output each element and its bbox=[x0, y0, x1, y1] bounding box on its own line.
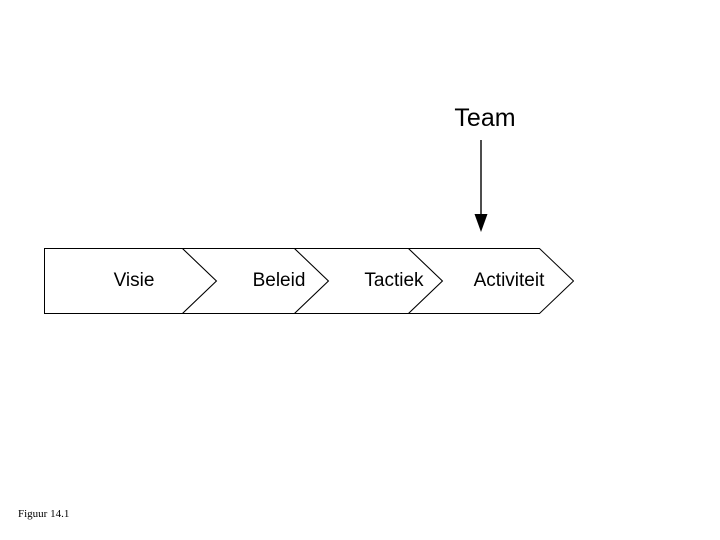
chevron-label-activiteit: Activiteit bbox=[473, 270, 545, 291]
arrow-down-icon bbox=[470, 140, 492, 235]
chevron-shape-4 bbox=[407, 248, 574, 314]
chevron-label-tactiek: Tactiek bbox=[364, 270, 424, 291]
chevron-label-visie: Visie bbox=[113, 270, 155, 291]
team-label: Team bbox=[454, 104, 516, 132]
process-chevron-row: Visie Beleid Tactiek Activiteit bbox=[44, 248, 574, 314]
chevron-label-beleid: Beleid bbox=[252, 270, 306, 291]
figure-caption: Figuur 14.1 bbox=[18, 508, 70, 520]
